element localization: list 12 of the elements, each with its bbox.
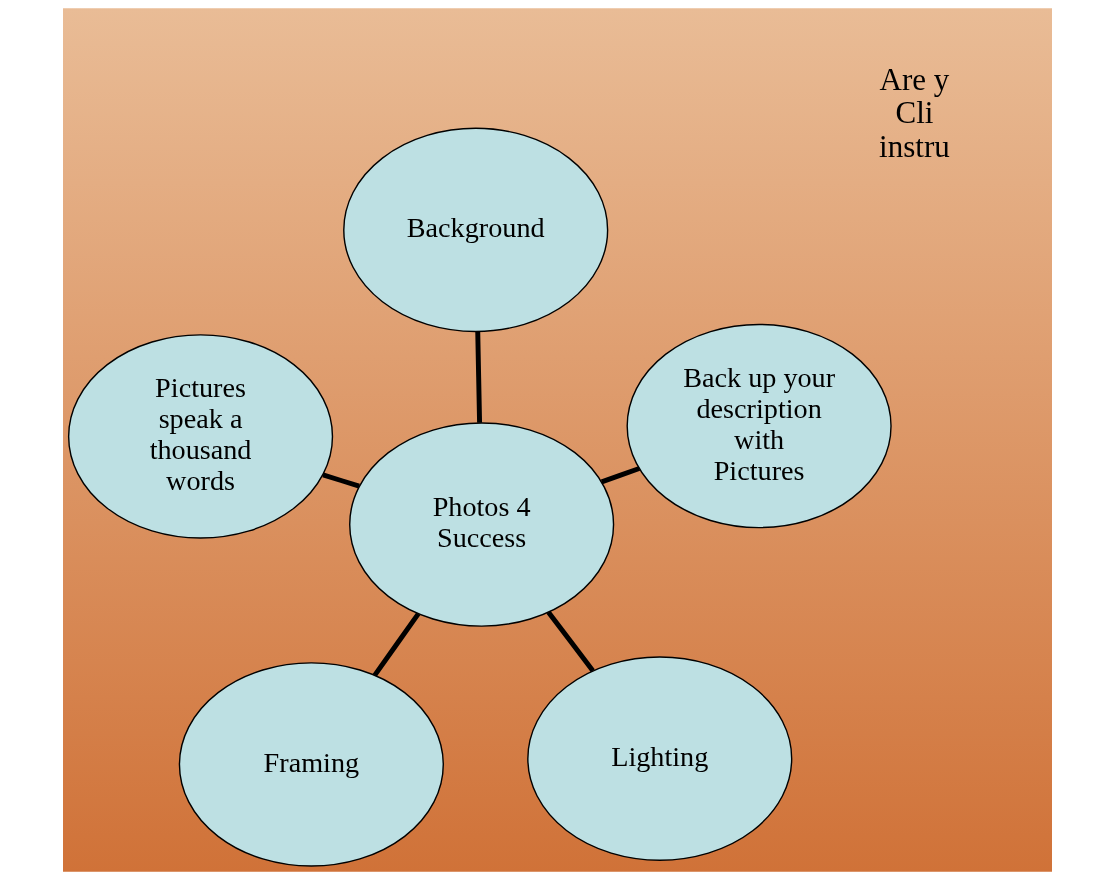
- connector: [600, 466, 640, 485]
- label: Are y Cli instru: [878, 61, 950, 165]
- connector: [546, 610, 595, 673]
- connector: [474, 331, 482, 423]
- node-ellipse: Background: [342, 127, 608, 333]
- node-ellipse: Back up your description with Pictures: [626, 323, 892, 529]
- node-ellipse: Photos 4 Success: [348, 422, 614, 627]
- node-ellipse: Lighting: [526, 656, 792, 861]
- node-ellipse: Pictures speak a thousand words: [67, 334, 333, 539]
- connector: [372, 612, 420, 677]
- node-ellipse: Framing: [178, 662, 444, 867]
- connector: [321, 472, 360, 489]
